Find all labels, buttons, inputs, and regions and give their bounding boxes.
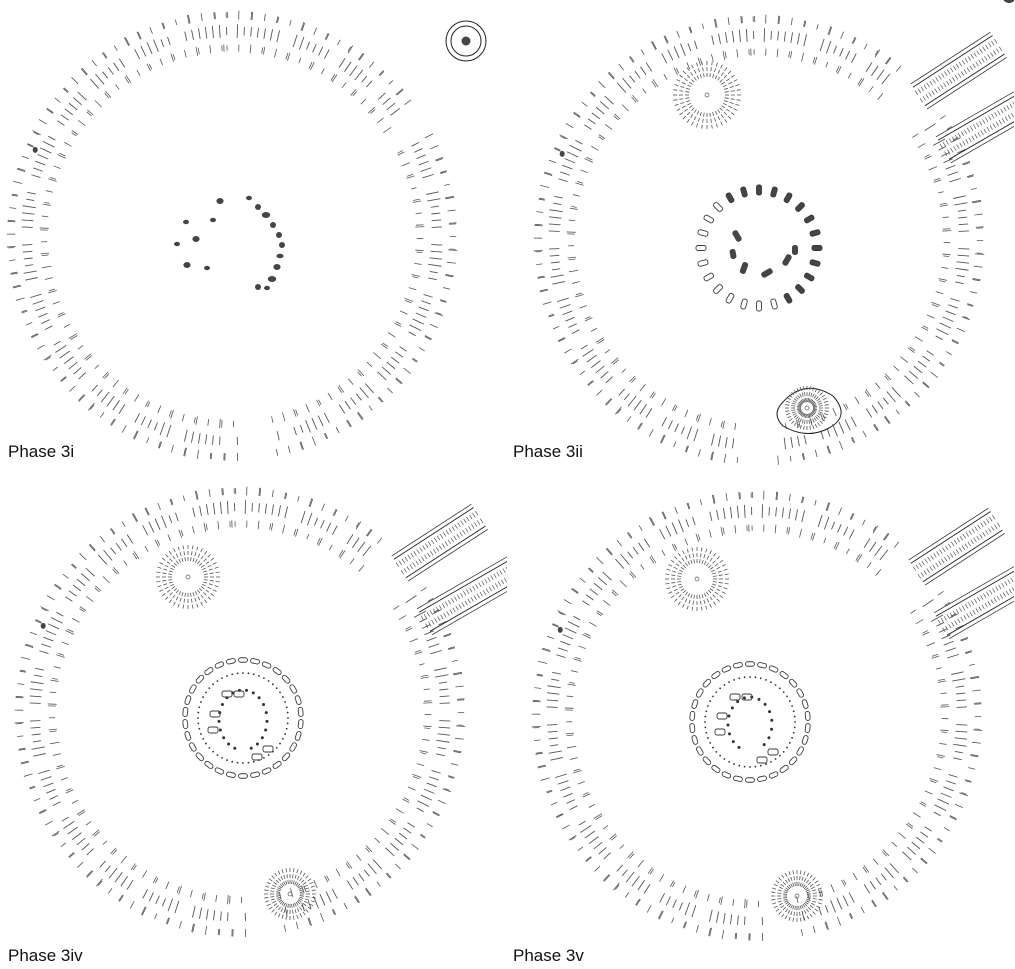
phase-3iv-panel: Phase 3iv: [0, 484, 507, 968]
phase-3iv-earthwork-rings: [14, 486, 466, 937]
phase-3v-panel: Phase 3v: [507, 484, 1014, 968]
phase-3i-earthwork-rings: [6, 10, 458, 461]
phase-3ii-plan: [533, 0, 1014, 465]
phase-3v-sarsen-circle: [689, 661, 811, 783]
phase-3iv-caption: Phase 3iv: [8, 946, 83, 965]
phase-3iv-bluestone-oval: [207, 688, 274, 761]
phase-3v-station-barrow-south: [771, 870, 823, 922]
phase-3i-outlying-stone: [32, 146, 38, 153]
phase-3iv-station-barrow-north: [156, 545, 220, 609]
phase-3iv-plan: [14, 486, 507, 937]
phase-3v-bluestone-circle: [704, 676, 796, 768]
phase-3ii-panel: Phase 3ii: [507, 0, 1014, 484]
phase-3iv-station-barrow-south: [264, 868, 316, 920]
phase-3ii-avenue: [910, 31, 1014, 164]
phase-3i-plan: [6, 10, 487, 461]
phase-3ii-outlying-stone: [559, 150, 565, 157]
phase-3i-panel: Phase 3i: [0, 0, 507, 484]
phase-3ii-station-barrow-south: [776, 386, 842, 434]
phase-3ii-caption: Phase 3ii: [513, 442, 583, 461]
phase-3ii-heel-stone: [1003, 0, 1014, 4]
phase-3v-earthwork-rings: [531, 490, 983, 941]
phase-3i-caption: Phase 3i: [8, 442, 75, 461]
phase-3i-bluestone-arc-sockets: [174, 195, 285, 291]
phase-3ii-trilithon-horseshoe: [729, 230, 798, 278]
phase-3ii-sarsen-circle: [695, 184, 823, 312]
phase-3iv-sarsen-circle: [182, 657, 304, 779]
phase-3v-caption: Phase 3v: [513, 946, 584, 965]
phase-3v-plan: [531, 490, 1014, 941]
phase-3v-bluestone-horseshoe: [714, 693, 779, 764]
phase-3v-station-barrow-north: [665, 547, 729, 611]
phase-3iv-avenue: [391, 503, 507, 636]
phase-3iv-outlying-stone: [40, 622, 46, 629]
phase-3v-avenue: [908, 507, 1014, 640]
phase-3i-ring-mound: [445, 20, 487, 62]
phase-3v-outlying-stone: [557, 626, 563, 633]
phase-3ii-station-barrow-north: [673, 61, 741, 129]
phase-3iv-bluestone-circle: [197, 672, 289, 764]
phase-3ii-earthwork-rings: [533, 14, 985, 465]
